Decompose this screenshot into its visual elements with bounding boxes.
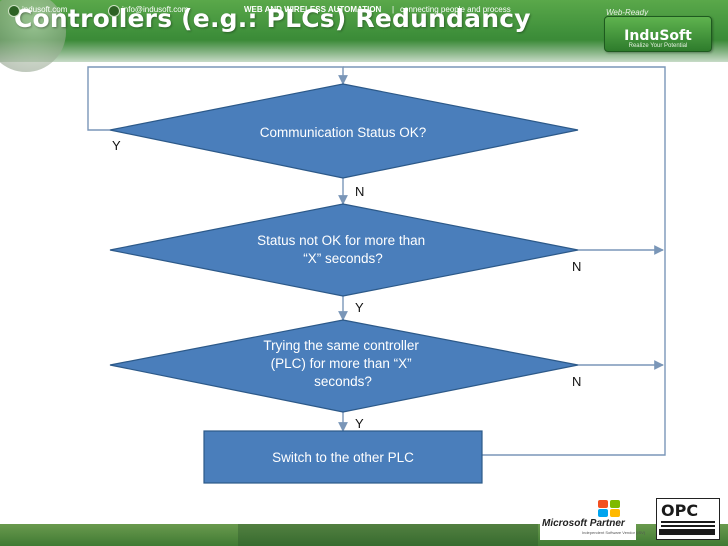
edge-label-d2-no: N (572, 259, 581, 274)
logo-slogan: Realize Your Potential (628, 43, 688, 49)
indusoft-logo: Web-Ready InduSoft Realize Your Potentia… (598, 8, 718, 56)
slide-title: Controllers (e.g.: PLCs) Redundancy (14, 4, 531, 33)
footer-website-link[interactable]: indusoft.com (22, 5, 68, 14)
microsoft-partner-label: Microsoft Partner (542, 518, 625, 529)
edge-label-d3-yes: Y (355, 416, 364, 431)
decision-status-timeout-label: Status not OK for more than “X” seconds? (257, 233, 429, 266)
microsoft-flag-icon (598, 500, 622, 518)
opc-badge: OPC (656, 498, 720, 540)
decision-same-controller-label: Trying the same controller (PLC) for mor… (263, 338, 422, 389)
decision-status-timeout (109, 203, 579, 297)
opc-bar (659, 529, 715, 535)
edge-label-d1-no: N (355, 184, 364, 199)
edge-label-d3-no: N (572, 374, 581, 389)
globe-icon (8, 5, 20, 17)
footer-tagline: connecting people and process (400, 5, 511, 14)
edge-d1-yes-loop (87, 66, 348, 131)
footer-email-link[interactable]: info@indusoft.com (122, 5, 189, 14)
microsoft-partner-sub: Independent Software Vendor (ISV) (582, 530, 646, 535)
edge-label-d2-yes: Y (355, 300, 364, 315)
footer-separator: | (392, 5, 395, 14)
edge-right-bus (343, 66, 666, 456)
footer-tagline-bold: WEB AND WIRELESS AUTOMATION (244, 5, 382, 14)
decision-communication-status-label: Communication Status OK? (260, 125, 427, 140)
opc-rule (661, 521, 715, 523)
edge-label-d1-yes: Y (112, 138, 121, 153)
opc-rule (661, 525, 715, 527)
process-switch-plc-label: Switch to the other PLC (272, 450, 414, 465)
decision-communication-status (109, 83, 579, 179)
logo-box: InduSoft Realize Your Potential (604, 16, 712, 52)
opc-label: OPC (661, 501, 699, 520)
decision-same-controller (109, 319, 579, 413)
logo-tagline-top: Web-Ready (606, 8, 649, 17)
microsoft-partner-badge (540, 502, 636, 540)
connectors (87, 66, 666, 456)
logo-name: InduSoft (624, 28, 692, 44)
process-switch-plc (203, 430, 483, 484)
footer-tagline-band (238, 524, 538, 546)
mail-icon (108, 5, 120, 17)
